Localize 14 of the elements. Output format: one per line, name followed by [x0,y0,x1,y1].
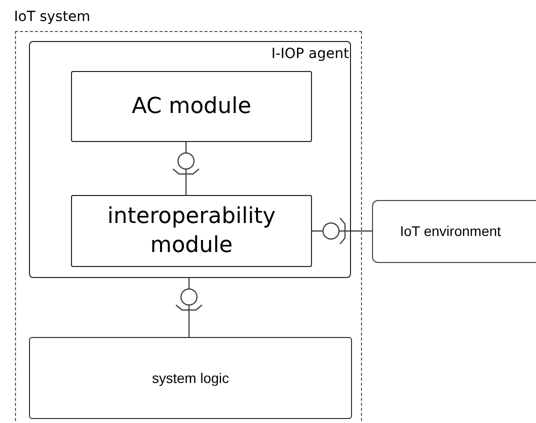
interface-connector [312,217,372,245]
component-label: I-IOP agent [271,45,349,64]
component-box [29,337,352,419]
component-box [29,41,351,278]
interface-connector [175,278,203,337]
component-label: interoperability module [106,203,277,260]
interface-connector [172,142,200,195]
external-box [372,200,536,263]
component-box [71,71,312,142]
boundary-label: IoT system [14,8,90,27]
component-box [71,195,312,267]
component-label: system logic [152,368,230,388]
component-label: AC module [132,93,252,121]
component-label: IoT environment [400,222,501,241]
